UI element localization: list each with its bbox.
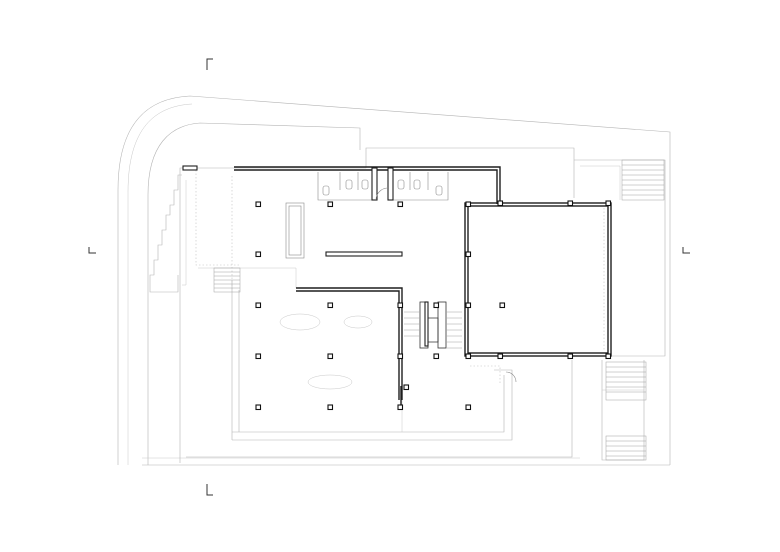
restroom-core-wall (387, 167, 394, 201)
site-boundary (117, 95, 671, 466)
column (403, 384, 410, 391)
column (397, 353, 404, 360)
column (327, 353, 334, 360)
upper-deck-edge (198, 267, 297, 288)
column (255, 251, 262, 258)
column (465, 302, 472, 309)
column (497, 353, 504, 360)
column (327, 201, 334, 208)
column (255, 201, 262, 208)
stair-southeast (605, 361, 647, 401)
toilet-icon (345, 179, 353, 190)
entrance-door-icon (505, 371, 517, 383)
lower-terrace-rim (232, 375, 505, 433)
wall-north (234, 166, 501, 204)
column (465, 404, 472, 411)
column (497, 200, 504, 207)
column (465, 251, 472, 258)
column (605, 353, 612, 360)
column (465, 201, 472, 208)
column (605, 200, 612, 207)
setback-ramp (470, 365, 501, 384)
structural-columns (255, 200, 612, 411)
column (433, 302, 440, 309)
wall-l-shape-inner (296, 290, 400, 400)
pavilion-outer (464, 202, 612, 357)
terrace-rim (186, 360, 573, 458)
setback-lines (195, 170, 501, 384)
stepped-edge-inner (182, 180, 187, 286)
wall-north-stub (182, 165, 198, 171)
pavilion-inner (467, 205, 609, 354)
lower-terrace (232, 369, 513, 441)
toilet-icon (435, 185, 443, 196)
restrooms (317, 167, 449, 201)
east-annex-inner (580, 165, 621, 200)
column (397, 302, 404, 309)
stair-south-ramp (605, 435, 647, 461)
wall-north-inner (234, 169, 498, 204)
column (327, 404, 334, 411)
stair-west (213, 267, 241, 293)
section-marks (88, 58, 690, 496)
wall-partition (325, 251, 403, 257)
terrace-outer (179, 147, 575, 463)
core-partition (424, 301, 429, 347)
toilet-icon (397, 179, 405, 190)
stair-core (404, 301, 462, 349)
east-pavilion (464, 202, 612, 357)
bench (285, 202, 305, 259)
section-mark-top (206, 58, 213, 70)
column (567, 200, 574, 207)
bench-inner (288, 205, 302, 256)
planter (307, 374, 353, 390)
toilet-icon (361, 179, 369, 190)
restroom-core-wall (371, 167, 378, 201)
stairs (213, 159, 665, 461)
terrace-outlines (179, 147, 666, 463)
column (499, 302, 506, 309)
east-annex (574, 159, 666, 357)
column (255, 353, 262, 360)
stepped-west-edge (149, 174, 187, 293)
walls (182, 165, 501, 410)
wall-l-shape (296, 287, 403, 400)
section-mark-right (682, 247, 690, 254)
column (465, 353, 472, 360)
toilet-icon (413, 179, 421, 190)
column (255, 404, 262, 411)
column (327, 302, 334, 309)
site-outline-inner (147, 122, 361, 465)
section-mark-left (88, 247, 96, 254)
column (397, 201, 404, 208)
east-lower-block (601, 360, 645, 461)
column (255, 302, 262, 309)
setback-west (195, 170, 240, 266)
planter (279, 313, 321, 331)
stair-east-annex (621, 159, 665, 201)
toilet-icon (322, 185, 330, 196)
site-curb (127, 103, 193, 465)
column (567, 353, 574, 360)
furniture (279, 202, 517, 390)
planter (343, 315, 373, 329)
stepped-edge (149, 174, 182, 293)
column (433, 353, 440, 360)
column (397, 404, 404, 411)
door-swing-icon (375, 187, 389, 201)
restroom-enclosure (317, 172, 449, 201)
site-outline-outer (117, 95, 671, 465)
section-mark-bottom (206, 484, 213, 496)
